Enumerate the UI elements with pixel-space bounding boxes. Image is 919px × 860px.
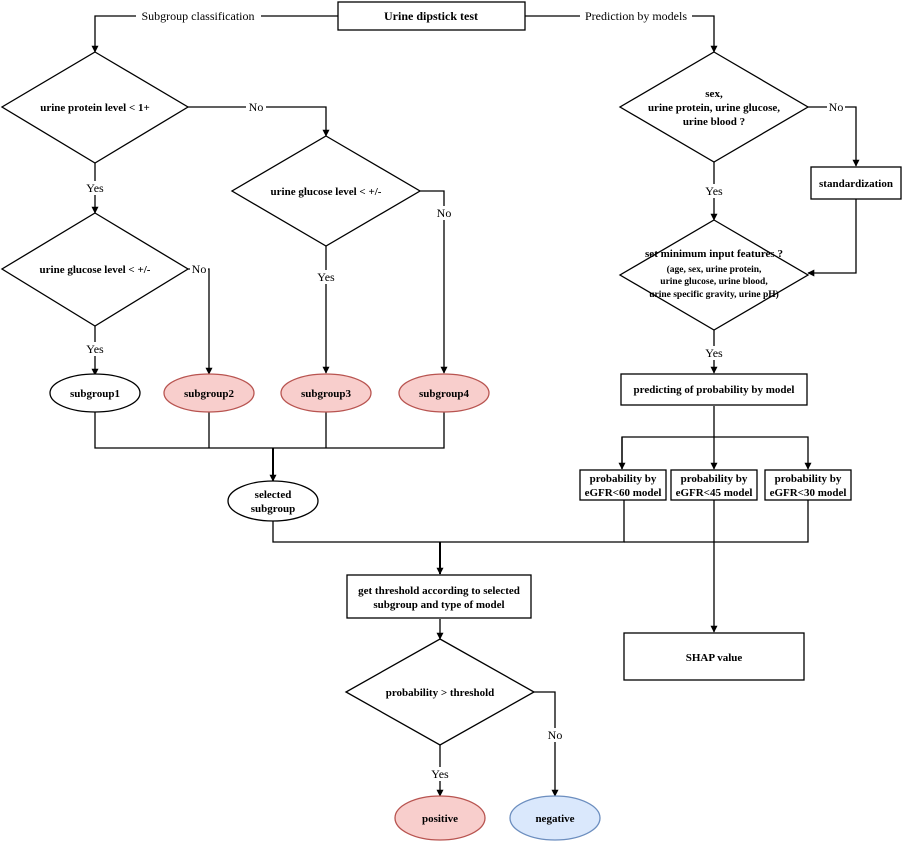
node-sex-decision-line2: urine protein, urine glucose, bbox=[648, 102, 780, 114]
edge-labels: Subgroup classification Prediction by mo… bbox=[85, 8, 845, 781]
node-min-features-line1: (age, sex, urine protein, bbox=[667, 264, 762, 275]
node-model60-line1: probability by bbox=[590, 473, 657, 485]
node-subgroup3-label: subgroup3 bbox=[301, 388, 351, 400]
edge-glucose-mid-no bbox=[420, 190, 448, 374]
node-glucose-decision-left-label: urine glucose level < +/- bbox=[40, 264, 151, 276]
edge-protein-no bbox=[188, 106, 330, 137]
node-sex-decision-line3: urine blood ? bbox=[683, 116, 745, 128]
edge-selected-to-threshold bbox=[272, 520, 440, 543]
label-no-glucose-mid: No bbox=[437, 206, 452, 220]
label-yes-glucose-mid: Yes bbox=[317, 270, 335, 284]
node-sex-decision[interactable]: sex, urine protein, urine glucose, urine… bbox=[618, 51, 810, 163]
node-threshold-line1: get threshold according to selected bbox=[358, 585, 520, 597]
node-model45-line2: eGFR<45 model bbox=[676, 487, 753, 499]
node-subgroup4-label: subgroup4 bbox=[419, 388, 469, 400]
node-shap-label: SHAP value bbox=[686, 652, 743, 664]
node-subgroup3[interactable]: subgroup3 bbox=[280, 373, 372, 413]
label-no-probability: No bbox=[548, 728, 563, 742]
label-yes-features: Yes bbox=[705, 346, 723, 360]
node-min-features-title: set minimum input features ? bbox=[645, 248, 783, 260]
nodes: Urine dipstick test urine protein level … bbox=[0, 1, 902, 841]
node-standardization-label: standardization bbox=[819, 178, 893, 190]
node-positive-label: positive bbox=[422, 813, 458, 825]
node-min-features-line2: urine glucose, urine blood, bbox=[660, 277, 768, 287]
node-model30-line1: probability by bbox=[775, 473, 842, 485]
node-positive[interactable]: positive bbox=[394, 795, 486, 841]
node-probability-decision[interactable]: probability > threshold bbox=[344, 638, 536, 746]
node-glucose-decision-mid[interactable]: urine glucose level < +/- bbox=[230, 135, 422, 247]
node-subgroup1-label: subgroup1 bbox=[70, 388, 120, 400]
node-subgroup1[interactable]: subgroup1 bbox=[49, 373, 141, 413]
node-model60[interactable]: probability by eGFR<60 model bbox=[579, 469, 667, 501]
edge-split-to-60 bbox=[621, 436, 812, 470]
label-yes-probability: Yes bbox=[431, 767, 449, 781]
label-subgroup-classification: Subgroup classification bbox=[142, 9, 255, 23]
node-negative[interactable]: negative bbox=[509, 795, 601, 841]
node-glucose-decision-left[interactable]: urine glucose level < +/- bbox=[0, 212, 190, 327]
node-standardization[interactable]: standardization bbox=[810, 166, 902, 200]
edge-model60-merge bbox=[440, 500, 625, 543]
edge-subgroup1-merge bbox=[94, 411, 445, 449]
node-threshold[interactable]: get threshold according to selected subg… bbox=[346, 574, 532, 619]
node-subgroup2-label: subgroup2 bbox=[184, 388, 234, 400]
edge-glucose-left-no bbox=[188, 268, 213, 375]
node-predicting-label: predicting of probability by model bbox=[634, 384, 795, 396]
node-protein-decision[interactable]: urine protein level < 1+ bbox=[0, 51, 190, 164]
node-subgroup2[interactable]: subgroup2 bbox=[163, 373, 255, 413]
label-yes-glucose-left: Yes bbox=[86, 342, 104, 356]
node-start-label: Urine dipstick test bbox=[384, 9, 478, 23]
node-model45[interactable]: probability by eGFR<45 model bbox=[670, 469, 758, 501]
label-prediction-by-models: Prediction by models bbox=[585, 9, 687, 23]
node-negative-label: negative bbox=[535, 813, 574, 825]
node-selected-subgroup-line1: selected bbox=[255, 489, 292, 501]
node-threshold-line2: subgroup and type of model bbox=[373, 599, 504, 611]
node-subgroup4[interactable]: subgroup4 bbox=[398, 373, 490, 413]
node-model60-line2: eGFR<60 model bbox=[585, 487, 662, 499]
node-sex-decision-line1: sex, bbox=[705, 88, 723, 100]
node-model30-line2: eGFR<30 model bbox=[770, 487, 847, 499]
node-probability-decision-label: probability > threshold bbox=[386, 687, 495, 699]
node-selected-subgroup[interactable]: selected subgroup bbox=[227, 480, 319, 522]
node-model30[interactable]: probability by eGFR<30 model bbox=[764, 469, 852, 501]
node-glucose-decision-mid-label: urine glucose level < +/- bbox=[271, 186, 382, 198]
edge-standardization-to-features bbox=[807, 199, 857, 277]
label-no-protein: No bbox=[249, 100, 264, 114]
label-yes-protein: Yes bbox=[86, 181, 104, 195]
edge-decision-no bbox=[534, 691, 559, 797]
node-start[interactable]: Urine dipstick test bbox=[337, 1, 526, 31]
node-model45-line1: probability by bbox=[681, 473, 748, 485]
edge-model30-merge bbox=[624, 500, 809, 543]
edge-sex-no bbox=[808, 106, 860, 167]
node-selected-subgroup-line2: subgroup bbox=[251, 503, 295, 515]
node-min-features-decision[interactable]: set minimum input features ? (age, sex, … bbox=[618, 219, 810, 331]
node-shap[interactable]: SHAP value bbox=[623, 632, 805, 681]
node-predicting[interactable]: predicting of probability by model bbox=[620, 373, 808, 406]
label-no-sex: No bbox=[829, 100, 844, 114]
node-min-features-line3: urine specific gravity, urine pH) bbox=[649, 289, 779, 300]
label-yes-sex: Yes bbox=[705, 184, 723, 198]
label-no-glucose-left: No bbox=[192, 262, 207, 276]
node-protein-decision-label: urine protein level < 1+ bbox=[40, 102, 150, 114]
